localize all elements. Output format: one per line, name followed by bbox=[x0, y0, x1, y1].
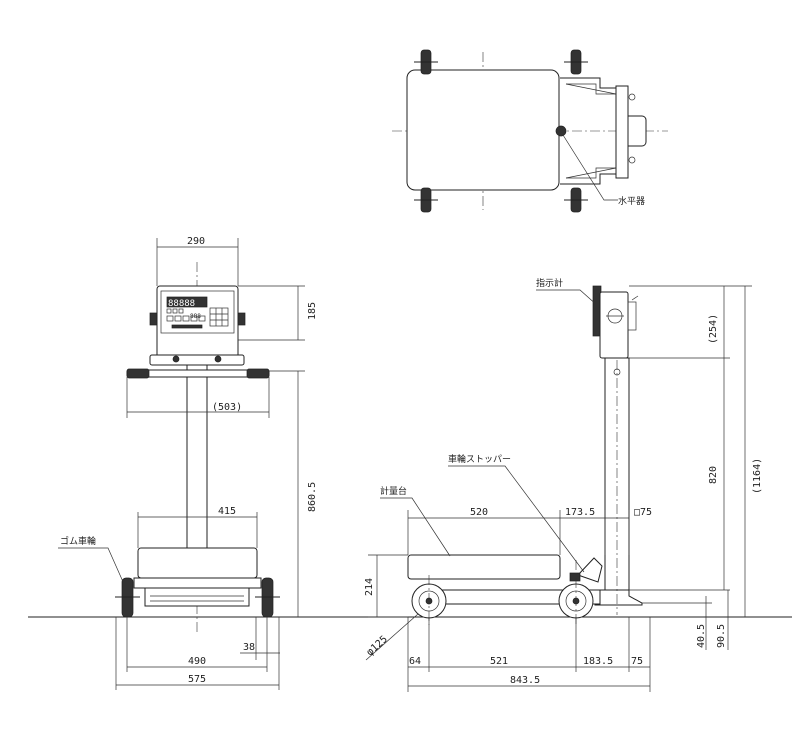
dim-side-platform-length: 520 bbox=[470, 507, 488, 518]
front-platform bbox=[137, 547, 258, 579]
dim-side-wheelbase: 521 bbox=[490, 656, 508, 667]
dim-side-column-size: □75 bbox=[634, 507, 652, 518]
dim-front-wheel-offset: 38 bbox=[243, 642, 255, 653]
dim-side-front-offset: 64 bbox=[409, 656, 421, 667]
dim-side-platform-height: 214 bbox=[364, 578, 375, 596]
dim-side-column-offset: 173.5 bbox=[565, 507, 595, 518]
level-gauge bbox=[555, 125, 567, 137]
dim-front-height: 860.5 bbox=[307, 482, 318, 512]
label-weighing-platform: 計量台 bbox=[380, 485, 407, 497]
side-platform bbox=[407, 554, 561, 580]
label-wheel-stopper: 車輪ストッパー bbox=[448, 453, 511, 465]
dim-side-rear-span: 183.5 bbox=[583, 656, 613, 667]
dim-side-column-height: 820 bbox=[708, 466, 719, 484]
dim-side-display-height: (254) bbox=[708, 314, 719, 344]
dim-side-rear-overhang: 75 bbox=[631, 656, 643, 667]
display-digits: 88888 bbox=[168, 299, 195, 309]
dim-side-wheel-diameter: φ125 bbox=[365, 634, 390, 658]
front-dimensions: 290 185 (503) 860.5 415 490 38 575 bbox=[115, 236, 318, 690]
dim-front-display-height: 185 bbox=[307, 302, 318, 320]
dim-side-base-height-b: 90.5 bbox=[716, 624, 727, 648]
dim-side-total-height: (1164) bbox=[752, 458, 763, 494]
dim-front-total-width: 575 bbox=[188, 674, 206, 685]
dim-side-total-length: 843.5 bbox=[510, 675, 540, 686]
label-indicator: 指示計 bbox=[536, 277, 563, 289]
dim-side-base-height-a: 40.5 bbox=[696, 624, 707, 648]
dim-front-platform-width: 415 bbox=[218, 506, 236, 517]
side-dimensions: 520 173.5 □75 (254) (1164) 820 214 φ125 … bbox=[364, 285, 763, 692]
top-view: 水平器 bbox=[392, 49, 668, 213]
dim-front-wheel-span: 490 bbox=[188, 656, 206, 667]
top-wheels bbox=[414, 49, 588, 213]
label-rubber-wheel: ゴム車輪 bbox=[60, 535, 96, 547]
top-platform bbox=[406, 69, 560, 191]
dim-front-display-width: 290 bbox=[187, 236, 205, 247]
label-level-gauge: 水平器 bbox=[618, 195, 645, 207]
dim-front-handle-span: (503) bbox=[212, 402, 242, 413]
side-view: 指示計 車輪ストッパー 計量台 bbox=[380, 277, 643, 625]
front-view: 88888 888 bbox=[58, 262, 280, 632]
display-sub-digits: 888 bbox=[190, 313, 201, 320]
